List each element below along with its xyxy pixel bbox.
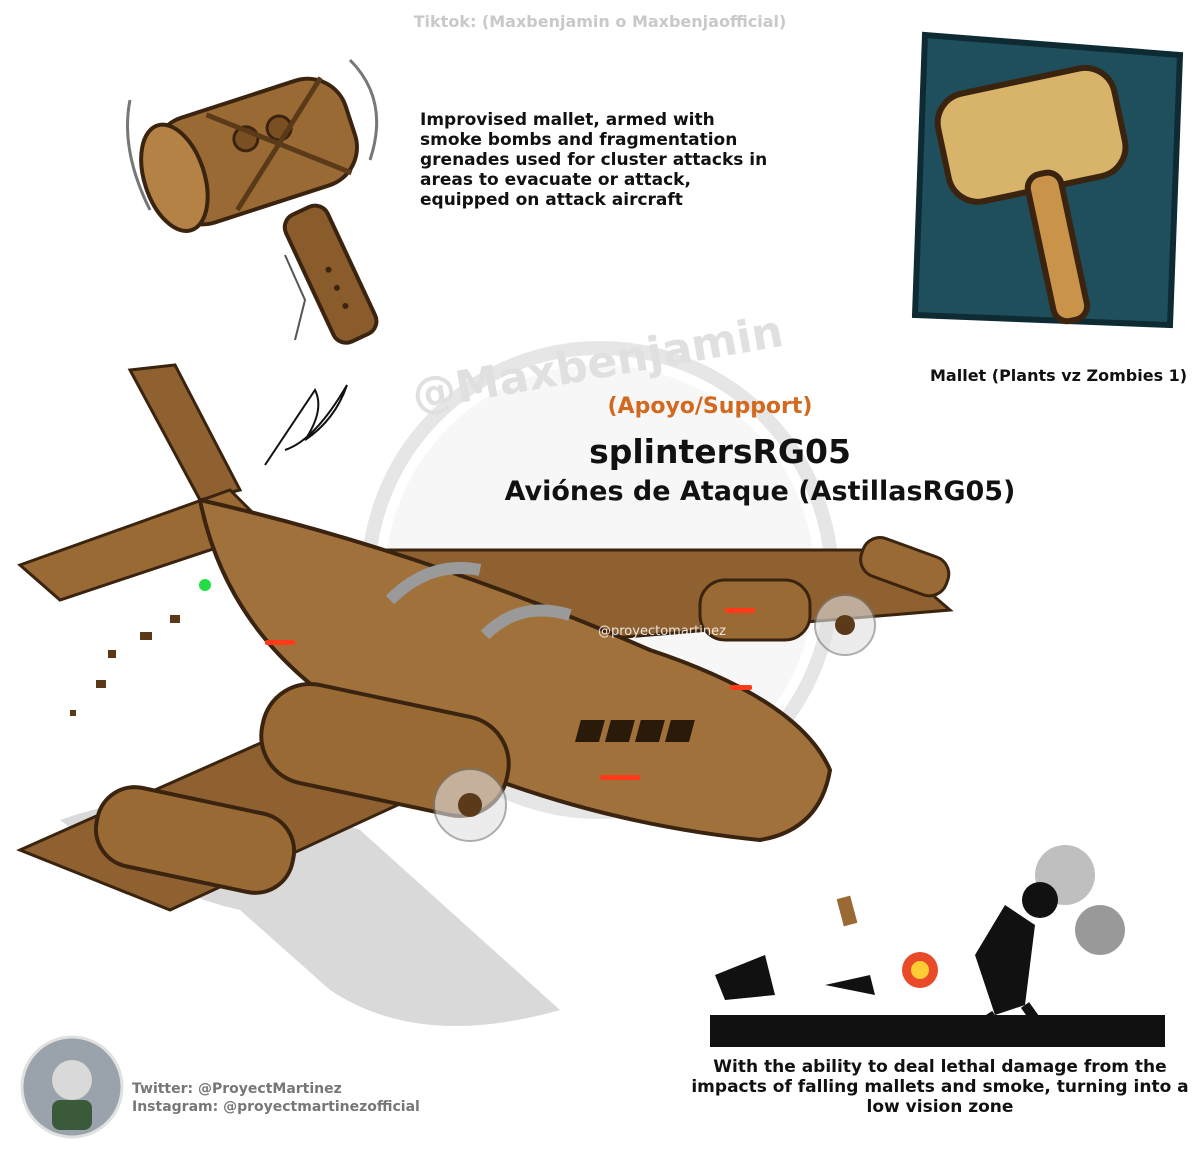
- attack-scene-illustration: [710, 845, 1165, 1047]
- twitter-handle: Twitter: @ProyectMartinez: [132, 1081, 342, 1097]
- unit-name: splintersRG05: [589, 432, 851, 471]
- mallet-illustration: [126, 58, 379, 345]
- tiktok-handle: Tiktok: (Maxbenjamin o Maxbenjaofficial): [413, 12, 787, 31]
- reference-caption: Mallet (Plants vz Zombies 1): [930, 366, 1188, 385]
- plane-watermark: @proyectomartinez: [598, 624, 726, 639]
- weapon-description: Improvised mallet, armed with smoke bomb…: [420, 110, 768, 210]
- avatar: [20, 1035, 124, 1139]
- unit-subtitle: Aviónes de Ataque (AstillasRG05): [504, 476, 1016, 507]
- social-links: Twitter: @ProyectMartinez Instagram: @pr…: [132, 1080, 420, 1116]
- instagram-handle: Instagram: @proyectmartinezofficial: [132, 1099, 420, 1115]
- attack-aircraft-illustration: @proyectomartinez: [16, 363, 954, 1026]
- reference-image: [911, 31, 1184, 329]
- unit-role: (Apoyo/Support): [607, 394, 813, 419]
- ability-description: With the ability to deal lethal damage f…: [691, 1057, 1189, 1117]
- artist-signature: [264, 384, 348, 466]
